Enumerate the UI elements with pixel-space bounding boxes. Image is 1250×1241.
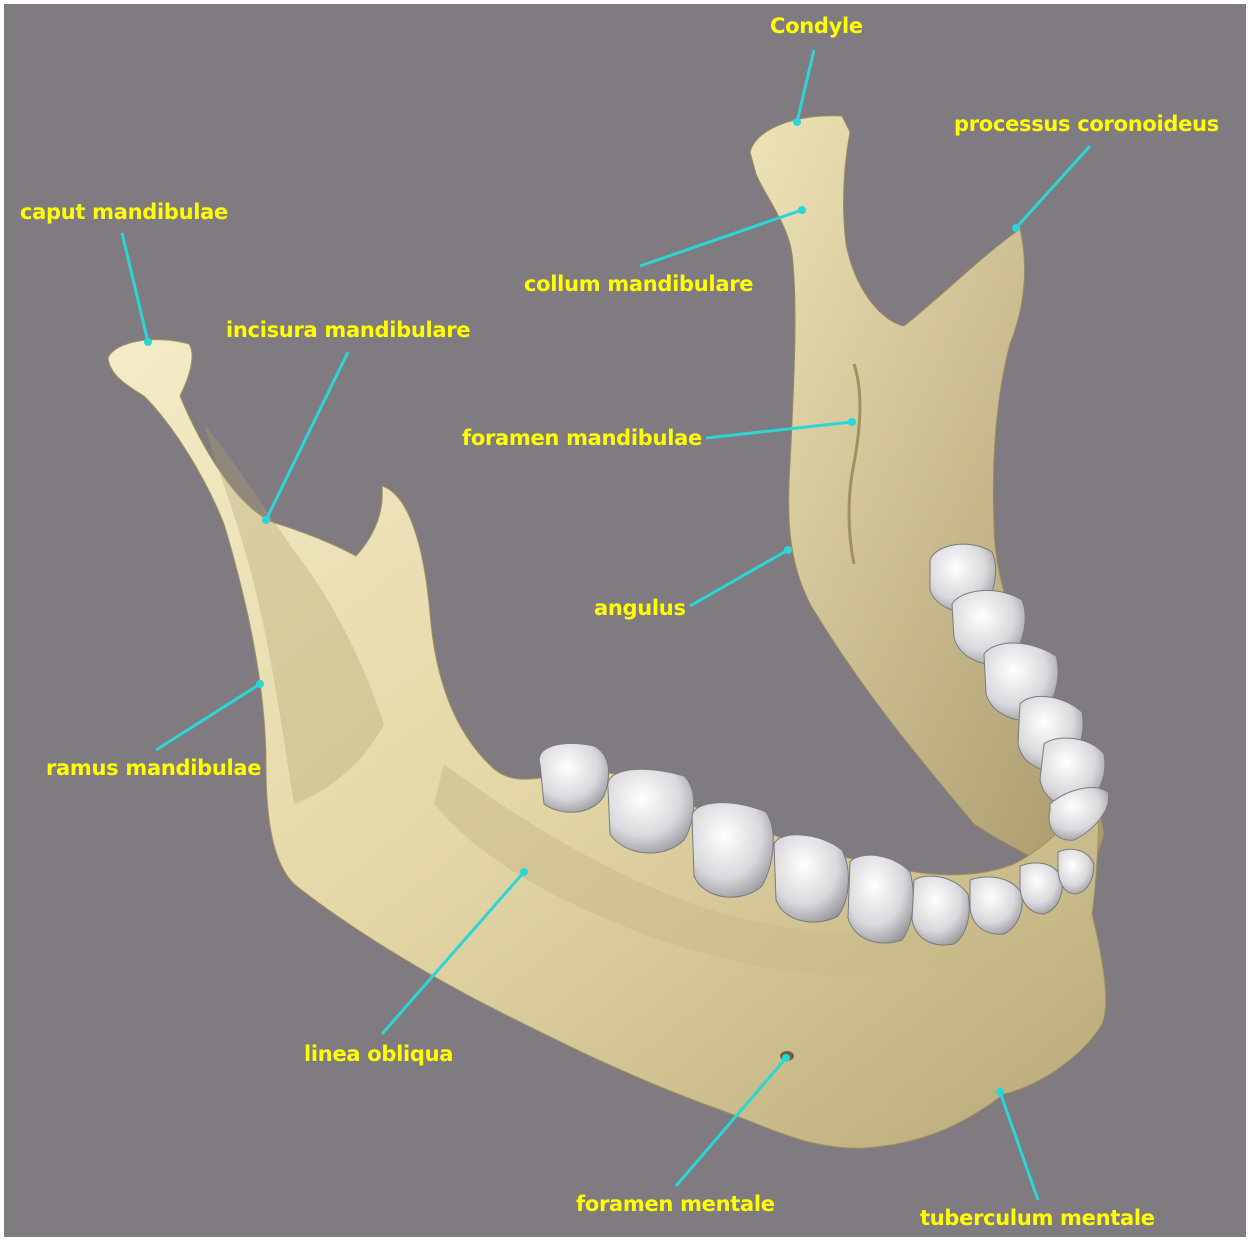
mandible-illustration (4, 4, 1246, 1237)
label-foramen-mentale: foramen mentale (576, 1192, 775, 1216)
leader-collum-mandibulare (640, 210, 802, 266)
label-collum-mandibulare: collum mandibulare (524, 272, 753, 296)
leader-tuberculum-mentale (1000, 1092, 1038, 1200)
leader-incisura-mandibulare (266, 352, 348, 520)
label-angulus: angulus (594, 596, 686, 620)
leader-angulus (690, 550, 788, 606)
label-ramus-mandibulae: ramus mandibulae (46, 756, 261, 780)
diagram-canvas: Condyle processus coronoideus caput mand… (4, 4, 1246, 1237)
leader-condyle (797, 50, 814, 122)
leader-ramus-mandibulae (156, 684, 260, 750)
label-condyle: Condyle (770, 14, 863, 38)
leader-caput-mandibulae (122, 233, 148, 342)
leader-processus-coronoideus (1016, 146, 1090, 228)
label-incisura-mandibulare: incisura mandibulare (226, 318, 470, 342)
label-processus-coronoideus: processus coronoideus (954, 112, 1219, 136)
label-caput-mandibulae: caput mandibulae (20, 200, 228, 224)
label-foramen-mandibulae: foramen mandibulae (462, 426, 702, 450)
label-linea-obliqua: linea obliqua (304, 1042, 453, 1066)
label-tuberculum-mentale: tuberculum mentale (920, 1206, 1155, 1230)
